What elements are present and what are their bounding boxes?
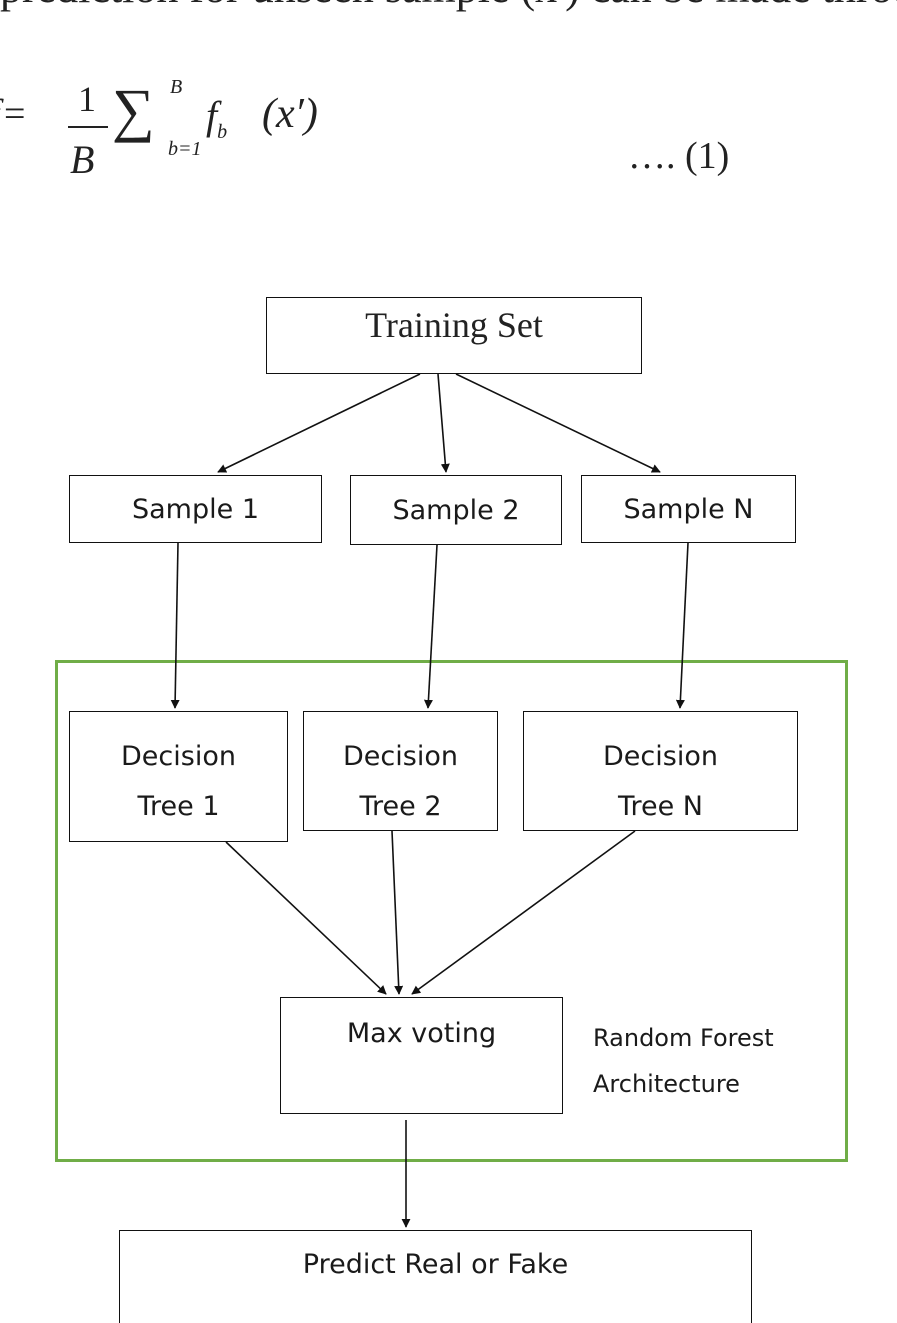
- training-set-label: Training Set: [365, 305, 543, 345]
- arrow-training-to-sample-2: [437, 373, 450, 473]
- equation-fraction-bar: [68, 126, 108, 128]
- random-forest-label-line2: Architecture: [593, 1070, 740, 1098]
- sample-label: Sample N: [623, 493, 754, 525]
- max-voting-box: Max voting: [280, 997, 563, 1114]
- sample-box-1: Sample 1: [69, 475, 322, 543]
- arrow-training-to-sample-1: [217, 373, 421, 473]
- random-forest-label-line1: Random Forest: [593, 1024, 774, 1052]
- sample-label: Sample 1: [132, 493, 259, 525]
- equation-denominator: B: [70, 137, 95, 182]
- equation-function-name: f: [206, 93, 218, 138]
- training-set-box: Training Set: [266, 297, 642, 374]
- random-forest-label: Random Forest Architecture: [593, 1015, 774, 1107]
- tree-label-line2: Tree 2: [359, 791, 442, 822]
- intro-text: prediction for unseen sample (x') can be…: [0, 0, 897, 13]
- tree-label-line1: Decision: [121, 741, 236, 772]
- equation-argument: (x′): [262, 91, 318, 137]
- tree-label-line1: Decision: [343, 741, 458, 772]
- sample-box-2: Sample 2: [350, 475, 562, 545]
- tree-label-line2: Tree N: [617, 791, 704, 822]
- equation-equals: =: [4, 93, 26, 135]
- equation-sum-lower: b=1: [168, 138, 202, 160]
- equation-numerator: 1: [78, 79, 96, 119]
- arrow-training-to-sample-n: [455, 373, 661, 473]
- max-voting-label: Max voting: [346, 1018, 497, 1049]
- equation-number: …. (1): [628, 135, 730, 177]
- tree-label-line2: Tree 1: [137, 791, 220, 822]
- averaging-equation: f = 1 B ∑ B b=1 fb (x′): [0, 40, 420, 182]
- sample-label: Sample 2: [392, 494, 520, 526]
- decision-tree-box-2: Decision Tree 2: [303, 711, 498, 831]
- predict-output-box: Predict Real or Fake: [119, 1230, 752, 1323]
- equation-sum-symbol: ∑: [112, 77, 155, 143]
- equation-function-sub: b: [217, 121, 228, 143]
- decision-tree-box-1: Decision Tree 1: [69, 711, 288, 842]
- equation-function: fb: [206, 92, 227, 144]
- sample-box-n: Sample N: [581, 475, 796, 543]
- tree-label-line1: Decision: [603, 741, 718, 772]
- equation-sum-upper: B: [170, 76, 183, 98]
- random-forest-frame: [55, 660, 848, 1162]
- decision-tree-box-n: Decision Tree N: [523, 711, 798, 831]
- predict-output-label: Predict Real or Fake: [302, 1249, 569, 1280]
